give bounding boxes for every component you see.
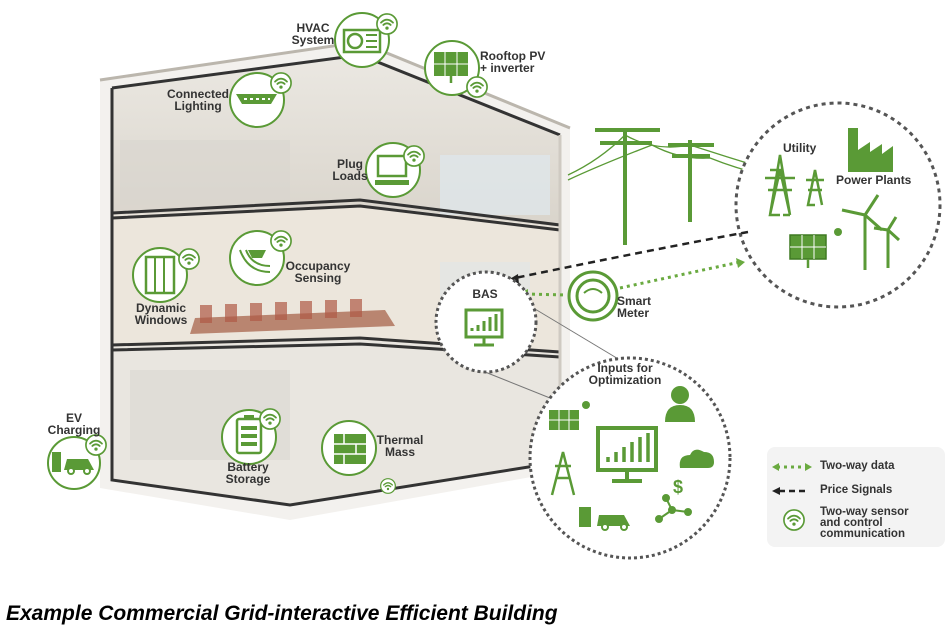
hvac-icon (334, 12, 398, 68)
small-tower-icon (550, 451, 576, 496)
occupancy-icon (229, 230, 292, 286)
power-lines (595, 128, 714, 245)
dynamic-windows-icon (132, 247, 200, 303)
price-network-icon (655, 494, 692, 523)
bas-label: BAS (472, 287, 498, 301)
cloud-sun-icon (679, 449, 714, 468)
lighting-icon (229, 72, 292, 128)
small-ev-icon (579, 507, 630, 531)
thermal-mass-icon (321, 420, 396, 494)
figure-caption: Example Commercial Grid-interactive Effi… (6, 602, 558, 625)
bas-monitor-icon (464, 308, 504, 347)
legend-price: Price Signals (820, 484, 893, 496)
optimization-monitor-icon (596, 426, 658, 483)
person-icon (665, 386, 695, 422)
diagram-stage: $ (47, 12, 945, 560)
legend-icons (772, 463, 812, 531)
plug-loads-icon (365, 142, 425, 198)
solar-panel-icon (789, 228, 842, 268)
utility-label: Utility (783, 141, 817, 155)
dollar-icon: $ (673, 477, 683, 497)
utility-circle (734, 101, 942, 309)
small-solar-icon (549, 401, 590, 430)
power-plants-label: Power Plants (836, 173, 912, 187)
building-illustration: $ (47, 12, 942, 560)
rooftop-pv-icon (424, 40, 488, 98)
battery-icon (221, 408, 281, 465)
power-plant-icon (848, 128, 893, 172)
legend-two-way: Two-way data (820, 460, 895, 472)
legend: Two-way data Price Signals Two-way senso… (767, 447, 945, 547)
ev-charging-icon (47, 434, 107, 490)
transmission-tower-icon (765, 154, 824, 217)
wind-turbine-icon (841, 194, 901, 270)
rooftop-pv-label: Rooftop PV+ inverter (480, 49, 546, 75)
